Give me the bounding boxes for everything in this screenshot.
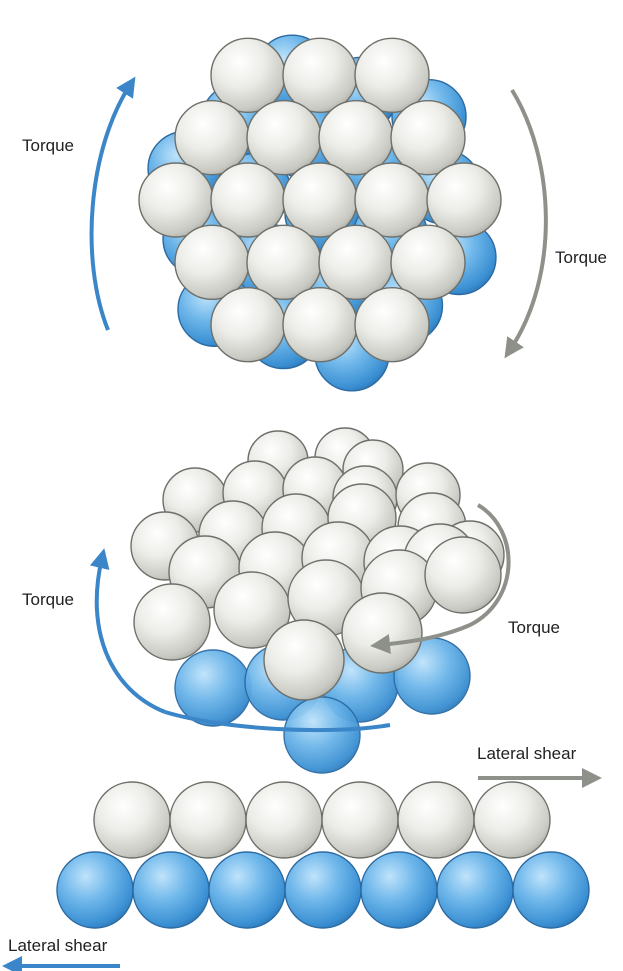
blue-sphere — [285, 852, 361, 928]
torque-label-top-right: Torque — [555, 248, 607, 268]
white-sphere — [94, 782, 170, 858]
white-sphere — [342, 593, 422, 673]
shear-label-left: Lateral shear — [8, 936, 107, 956]
white-sphere — [398, 782, 474, 858]
white-sphere — [175, 225, 249, 299]
blue-sphere — [57, 852, 133, 928]
white-sphere — [134, 584, 210, 660]
white-sphere — [391, 101, 465, 175]
torque-arrow-right — [510, 90, 546, 350]
white-sphere — [425, 537, 501, 613]
white-sphere — [139, 163, 213, 237]
top-view-panel — [92, 35, 546, 391]
white-sphere — [246, 782, 322, 858]
white-sphere — [355, 163, 429, 237]
white-sphere — [247, 101, 321, 175]
white-sphere — [170, 782, 246, 858]
white-sphere — [355, 38, 429, 112]
white-sphere — [264, 620, 344, 700]
blue-layer — [57, 852, 589, 928]
torque-label-mid-right: Torque — [508, 618, 560, 638]
white-sphere — [247, 225, 321, 299]
white-sphere — [211, 288, 285, 362]
blue-sphere — [437, 852, 513, 928]
white-sphere — [211, 163, 285, 237]
white-sphere — [319, 101, 393, 175]
white-sphere — [355, 288, 429, 362]
white-sphere — [175, 101, 249, 175]
white-sphere — [322, 782, 398, 858]
white-sphere — [474, 782, 550, 858]
blue-sphere — [284, 697, 360, 773]
blue-sphere — [209, 852, 285, 928]
perspective-panel — [97, 428, 509, 773]
shear-label-right: Lateral shear — [477, 744, 576, 764]
white-sphere — [283, 38, 357, 112]
blue-sphere — [513, 852, 589, 928]
white-sphere — [427, 163, 501, 237]
white-layer — [94, 782, 550, 858]
torque-label-top-left: Torque — [22, 136, 74, 156]
white-sphere — [283, 288, 357, 362]
blue-sphere — [175, 650, 251, 726]
white-sphere — [211, 38, 285, 112]
white-sphere — [283, 163, 357, 237]
white-sphere — [319, 225, 393, 299]
white-sphere — [391, 225, 465, 299]
blue-sphere — [361, 852, 437, 928]
blue-sphere — [133, 852, 209, 928]
torque-label-mid-left: Torque — [22, 590, 74, 610]
torque-arrow-left — [92, 85, 130, 330]
